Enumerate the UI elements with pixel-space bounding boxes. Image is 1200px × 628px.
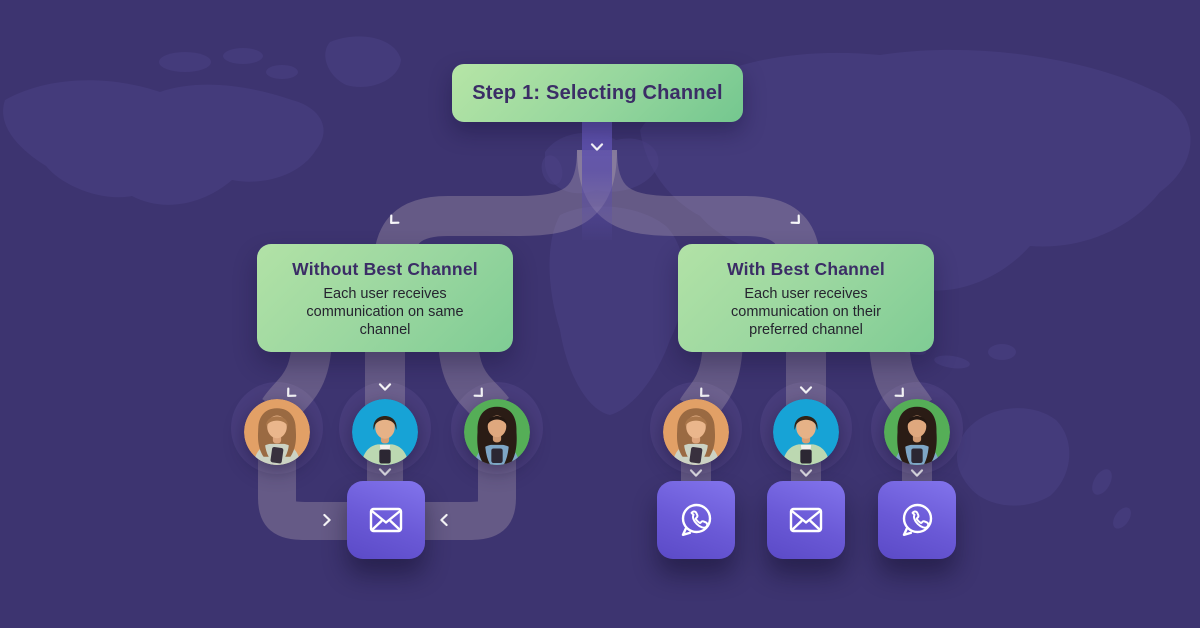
without-best-channel-description: Each user receives communication on same… [306, 286, 464, 338]
channel-tile-email-shared [347, 481, 425, 559]
with-best-channel-description: Each user receives communication on thei… [731, 286, 881, 338]
channel-tile-whatsapp-user1 [657, 481, 735, 559]
with-best-channel-title: With Best Channel [727, 259, 885, 279]
without-best-channel-title: Without Best Channel [292, 259, 478, 279]
avatar-woman-light-hair-right [663, 399, 729, 465]
map-continents [3, 36, 1191, 529]
whatsapp-icon [902, 503, 933, 536]
with-best-channel-box: With Best Channel Each user receives com… [678, 244, 934, 352]
avatar-halo-discs [231, 382, 963, 474]
avatar-woman-curly-hair-left [464, 399, 530, 465]
whatsapp-icon [681, 503, 712, 536]
channel-tile-whatsapp-user3 [878, 481, 956, 559]
email-icon [369, 507, 403, 533]
email-icon [789, 507, 823, 533]
step-banner: Step 1: Selecting Channel [452, 64, 743, 122]
without-best-channel-box: Without Best Channel Each user receives … [257, 244, 513, 352]
avatar-woman-curly-hair-right [884, 399, 950, 465]
channel-tile-email-user2 [767, 481, 845, 559]
avatar-man-dark-hair-left [352, 399, 418, 465]
avatar-man-dark-hair-right [773, 399, 839, 465]
avatar-woman-light-hair-left [244, 399, 310, 465]
step-banner-label: Step 1: Selecting Channel [472, 81, 723, 104]
